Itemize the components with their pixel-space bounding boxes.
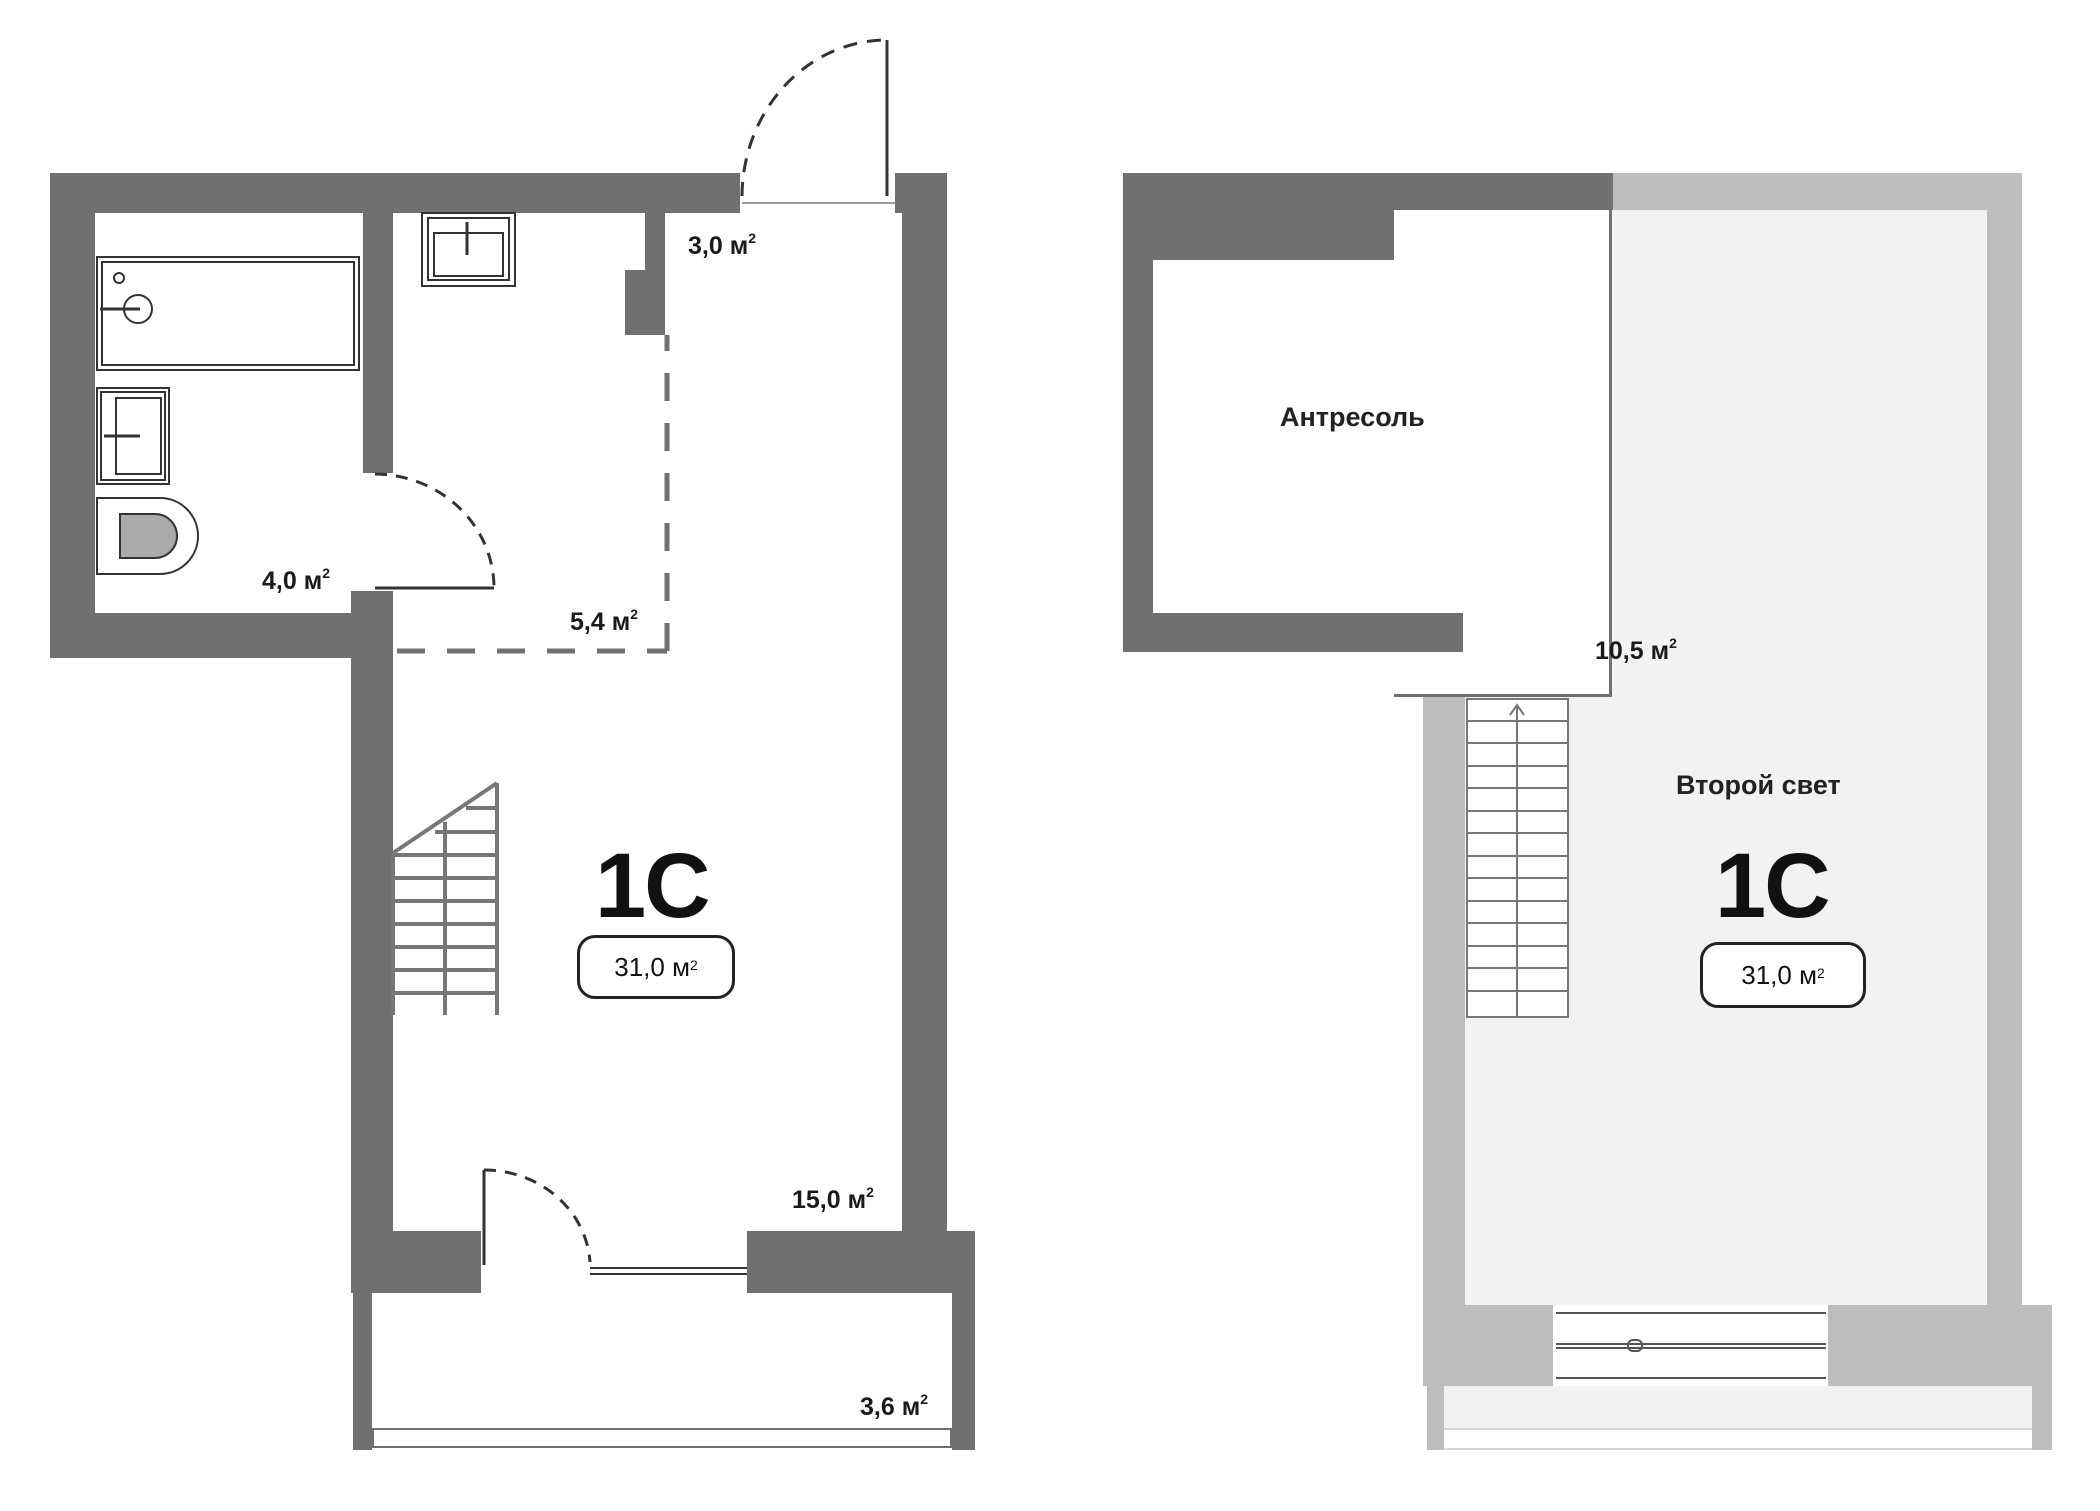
- wall-top-left-dark: [1123, 173, 1394, 260]
- balcony-floor-upper: [1443, 1386, 2032, 1428]
- bathroom-sink-icon: [96, 387, 170, 485]
- toilet-icon: [96, 497, 199, 575]
- area-label-kitchen: 5,4 м2: [570, 606, 638, 636]
- bathroom-door-icon: [374, 472, 496, 590]
- wall-left-dark: [1123, 173, 1153, 652]
- wall-column: [625, 270, 665, 335]
- wall-bathroom-divider-upper: [363, 173, 393, 473]
- mezzanine-title: Антресоль: [1280, 402, 1425, 432]
- wall-left-living: [351, 591, 393, 1293]
- wall-top: [50, 173, 740, 213]
- wall-bottom-left: [351, 1231, 481, 1293]
- wall-bathroom-bottom: [50, 613, 393, 658]
- wall-column-stub: [645, 213, 665, 273]
- wall-left-bathroom: [50, 173, 95, 658]
- staircase-icon: [391, 781, 499, 1015]
- kitchen-zone-boundary: [397, 335, 670, 654]
- balcony-wall-left: [353, 1293, 372, 1450]
- wall-top-light: [1613, 173, 2022, 210]
- balcony-wall-right: [952, 1293, 975, 1450]
- wall-right-light: [1987, 173, 2022, 1386]
- wall-bottom-right-light: [1828, 1305, 2052, 1386]
- wall-bottom-right: [747, 1231, 975, 1293]
- balcony-wall-right-light: [2032, 1386, 2052, 1450]
- wall-right: [902, 173, 947, 1293]
- area-label-bathroom: 4,0 м2: [262, 565, 330, 595]
- area-label-living: 15,0 м2: [792, 1184, 874, 1214]
- unit-type-label-level-2: 1С: [1715, 835, 1831, 937]
- balcony-railing: [372, 1428, 952, 1448]
- balcony-railing-light: [1444, 1428, 2032, 1450]
- area-label-balcony: 3,6 м2: [860, 1391, 928, 1421]
- balcony-door-icon: [482, 1168, 747, 1275]
- staircase-icon-level-2: [1466, 698, 1569, 1018]
- double-height-title: Второй свет: [1676, 770, 1841, 800]
- area-label-mezzanine: 10,5 м2: [1595, 635, 1677, 665]
- area-label-entrance: 3,0 м2: [688, 230, 756, 260]
- entrance-door-icon: [740, 38, 895, 204]
- balcony-wall-left-light: [1427, 1386, 1444, 1450]
- wall-bottom-left-light: [1423, 1305, 1553, 1386]
- bathtub-icon: [96, 256, 360, 371]
- unit-type-label: 1С: [595, 835, 711, 937]
- window-icon-level-2: [1553, 1305, 1828, 1386]
- wall-left-light: [1423, 652, 1465, 1386]
- kitchen-sink-icon: [421, 212, 516, 287]
- wall-bottom-dark: [1123, 613, 1463, 652]
